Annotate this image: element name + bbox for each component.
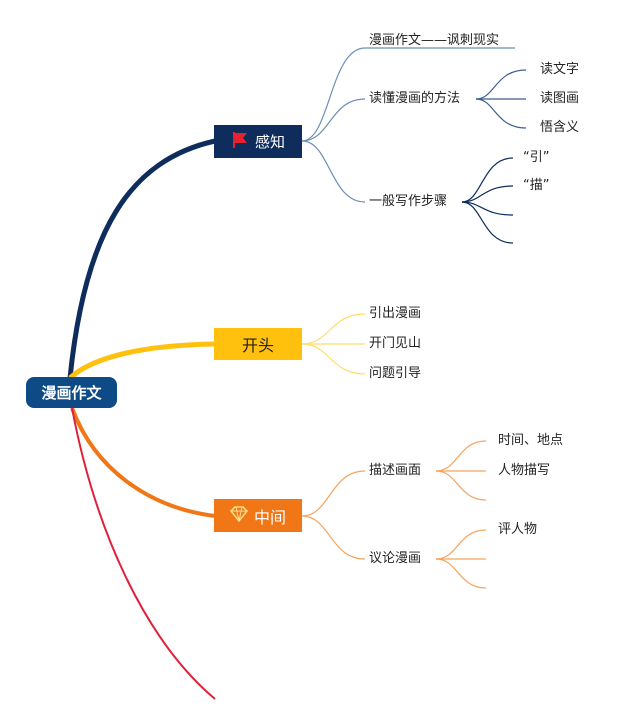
topic-dudong-fangfa[interactable]: 读懂漫画的方法 bbox=[369, 91, 461, 106]
topic-kaimen-jianshan[interactable]: 开门见山 bbox=[369, 336, 422, 351]
subtopic-du-wenzi[interactable]: 读文字 bbox=[540, 62, 580, 77]
branch-label: 感知 bbox=[254, 133, 285, 151]
topic-yinchu-manhua[interactable]: 引出漫画 bbox=[369, 306, 422, 321]
topic-yilun-manhua[interactable]: 议论漫画 bbox=[369, 551, 422, 566]
branch-label: 开头 bbox=[241, 336, 274, 355]
red-flag-icon bbox=[231, 131, 249, 153]
root-node[interactable]: 漫画作文 bbox=[26, 377, 117, 408]
topic-manhua-fengci[interactable]: 漫画作文——讽刺现实 bbox=[369, 33, 500, 48]
root-to-kaitou-line bbox=[68, 341, 216, 380]
subtopic-du-tuhua[interactable]: 读图画 bbox=[540, 91, 580, 106]
root-to-ganzhi-line bbox=[67, 138, 216, 379]
ganzhi-child-lines bbox=[301, 47, 515, 203]
subtopic-miao[interactable]: “描” bbox=[523, 178, 550, 193]
branch-ganzhi[interactable]: 感知 bbox=[214, 125, 302, 158]
diamond-icon bbox=[229, 505, 248, 526]
root-to-zhongjian-line bbox=[70, 407, 216, 518]
topic-miaoshu-huamian[interactable]: 描述画面 bbox=[369, 463, 422, 478]
subtopic-wu-hanyi[interactable]: 悟含义 bbox=[540, 120, 580, 135]
root-label: 漫画作文 bbox=[41, 384, 102, 402]
topic-wenti-yindao[interactable]: 问题引导 bbox=[369, 366, 422, 381]
root-to-empty-branch-line bbox=[71, 407, 216, 700]
branch-kaitou[interactable]: 开头 bbox=[214, 328, 302, 360]
subtopic-ping-renwu[interactable]: 评人物 bbox=[498, 522, 538, 537]
branch-label: 中间 bbox=[253, 507, 286, 527]
subtopic-yin[interactable]: “引” bbox=[523, 150, 550, 165]
buzhou-child-lines bbox=[461, 157, 514, 244]
fangfa-child-lines bbox=[475, 69, 527, 129]
subtopic-renwu-miaoxie[interactable]: 人物描写 bbox=[498, 463, 551, 478]
zhongjian-child-lines bbox=[301, 440, 487, 589]
topic-xiezuo-buzhou[interactable]: 一般写作步骤 bbox=[369, 194, 448, 209]
subtopic-shijian-didian[interactable]: 时间、地点 bbox=[498, 433, 564, 448]
kaitou-child-lines bbox=[301, 313, 366, 375]
branch-zhongjian[interactable]: 中间 bbox=[214, 499, 302, 532]
